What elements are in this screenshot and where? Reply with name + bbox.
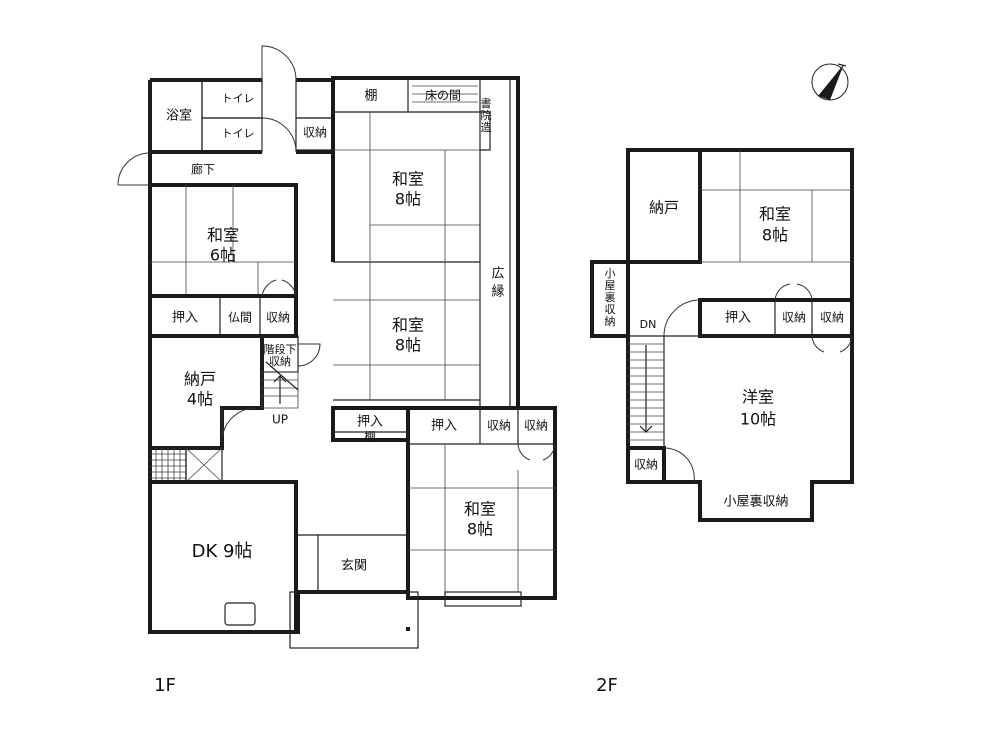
yoshitsu-size: 10帖 bbox=[740, 410, 776, 429]
washitsu8b-name: 和室 bbox=[392, 316, 424, 335]
north-compass-icon bbox=[811, 63, 849, 101]
up-label: UP bbox=[272, 413, 288, 427]
shelf-label: 棚 bbox=[364, 89, 377, 104]
oshiire-2f-label: 押入 bbox=[725, 311, 751, 326]
floor1-plan bbox=[117, 45, 557, 649]
oshiire-1-label: 押入 bbox=[172, 311, 198, 326]
hiroen-label-1: 広 bbox=[491, 267, 504, 282]
shuno-1-label: 収納 bbox=[266, 311, 290, 325]
shoin-label-3: 造 bbox=[481, 120, 492, 134]
koyaura-v-2: 屋 bbox=[605, 279, 616, 292]
washitsu6-name: 和室 bbox=[207, 226, 239, 245]
floor2-label: 2F bbox=[596, 675, 618, 696]
toilet-1-label: トイレ bbox=[222, 92, 255, 105]
corridor-label: 廊下 bbox=[191, 162, 215, 177]
tokonoma-label: 床の間 bbox=[425, 89, 461, 103]
koyaura-v-5: 納 bbox=[605, 315, 616, 328]
oshiire-3-label: 押入 bbox=[431, 419, 457, 434]
koyaura-v-4: 収 bbox=[605, 303, 616, 316]
shelf-small-label: 棚 bbox=[365, 429, 376, 443]
koyaura-v-3: 裏 bbox=[605, 290, 616, 304]
floor2-plan bbox=[590, 148, 854, 522]
koyaura-v-1: 小 bbox=[605, 267, 616, 280]
butsuma-label: 仏間 bbox=[228, 311, 252, 325]
nando-name: 納戸 bbox=[184, 370, 216, 389]
shuno-3-label: 収納 bbox=[487, 419, 511, 433]
washitsu8a-name: 和室 bbox=[392, 170, 424, 189]
stairs-2f bbox=[628, 335, 665, 449]
washitsu8c-size: 8帖 bbox=[467, 520, 493, 539]
shuno-2f-3-label: 収納 bbox=[634, 458, 658, 472]
oshiire-2-label: 押入 bbox=[357, 415, 383, 430]
dn-label: DN bbox=[640, 318, 657, 331]
shuno-2f-2-label: 収納 bbox=[820, 311, 844, 325]
stair-storage-label-1: 階段下 bbox=[264, 342, 297, 356]
washitsu-2f-name: 和室 bbox=[759, 205, 791, 224]
shuno-4-label: 収納 bbox=[524, 419, 548, 433]
shoin-label-1: 書 bbox=[481, 96, 492, 110]
shoin-label-2: 院 bbox=[481, 108, 492, 122]
washitsu8b-size: 8帖 bbox=[395, 336, 421, 355]
nando-2f-label: 納戸 bbox=[649, 199, 679, 217]
nando-size: 4帖 bbox=[187, 390, 213, 409]
toilet-2-label: トイレ bbox=[222, 127, 255, 140]
washitsu-2f-size: 8帖 bbox=[762, 226, 788, 245]
bath-label: 浴室 bbox=[166, 108, 192, 124]
shuno-2f-1-label: 収納 bbox=[782, 311, 806, 325]
floor1-label: 1F bbox=[154, 675, 176, 696]
washitsu6-size: 6帖 bbox=[210, 246, 236, 265]
stair-storage-label-2: 収納 bbox=[269, 355, 291, 368]
washitsu8a-size: 8帖 bbox=[395, 190, 421, 209]
stairs-1f bbox=[261, 361, 299, 409]
koyaura-h-label: 小屋裏収納 bbox=[723, 495, 788, 510]
shuno-2-label: 収納 bbox=[303, 126, 327, 140]
dk-label: DK 9帖 bbox=[192, 541, 253, 562]
genkan-label: 玄関 bbox=[341, 559, 367, 574]
washitsu8c-name: 和室 bbox=[464, 500, 496, 519]
hiroen-label-2: 縁 bbox=[491, 284, 504, 300]
yoshitsu-name: 洋室 bbox=[742, 388, 774, 407]
